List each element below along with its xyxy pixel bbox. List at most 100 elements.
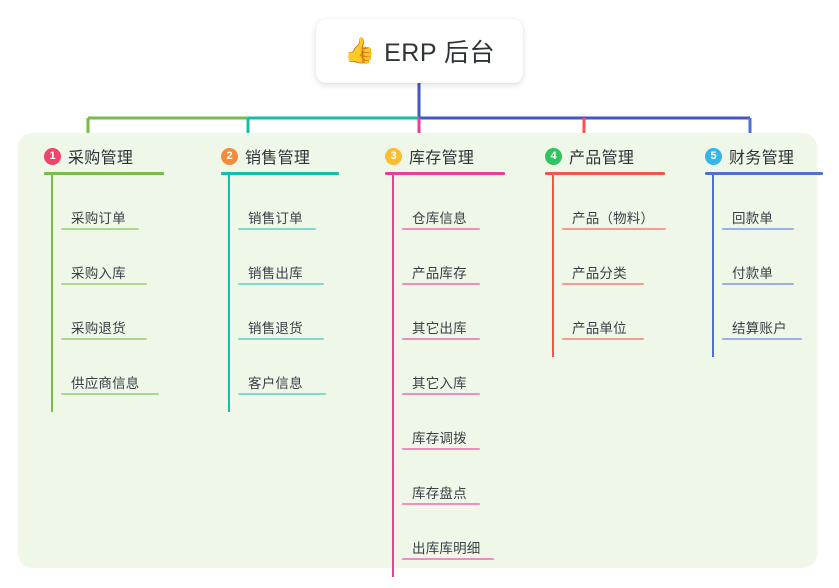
module-item-label: 库存调拨 — [412, 431, 467, 446]
module-title-4: 产品管理 — [569, 150, 635, 167]
module-item-rule — [402, 558, 494, 560]
module-item-rule — [402, 228, 480, 230]
module-header-rule-5 — [705, 172, 823, 175]
module-items-3: 仓库信息产品库存其它出库其它入库库存调拨库存盘点出库库明细 — [385, 175, 519, 560]
module-items-4: 产品（物料） 产品分类产品单位 — [545, 175, 679, 340]
module-item[interactable]: 销售出库 — [238, 230, 359, 285]
module-item-rule — [722, 283, 794, 285]
module-item-rule — [402, 338, 480, 340]
module-item[interactable]: 产品库存 — [402, 230, 519, 285]
module-item-rule — [562, 283, 644, 285]
module-item-rule — [402, 448, 480, 450]
module-item-label: 产品分类 — [572, 266, 627, 281]
module-item[interactable]: 库存盘点 — [402, 450, 519, 505]
module-item-label: 其它出库 — [412, 321, 467, 336]
module-item[interactable]: 仓库信息 — [402, 175, 519, 230]
module-item-label: 采购退货 — [71, 321, 126, 336]
module-item-label: 库存盘点 — [412, 486, 467, 501]
module-item[interactable]: 销售退货 — [238, 285, 359, 340]
module-badge-4: 4 — [545, 147, 562, 165]
module-column-2: 2 销售管理销售订单销售出库销售退货客户信息 — [195, 133, 359, 568]
module-item-label: 销售订单 — [248, 211, 303, 226]
module-item-label: 回款单 — [732, 211, 774, 226]
module-item-label: 销售退货 — [248, 321, 303, 336]
module-spine-1 — [51, 175, 53, 412]
module-header-5[interactable]: 5 财务管理 — [705, 143, 817, 169]
module-header-rule-3 — [385, 172, 505, 175]
module-item-label: 采购订单 — [71, 211, 126, 226]
root-node-title: ERP 后台 — [384, 39, 496, 67]
module-header-2[interactable]: 2 销售管理 — [221, 143, 359, 169]
module-item[interactable]: 付款单 — [722, 230, 817, 285]
module-item-rule — [238, 338, 324, 340]
module-item[interactable]: 其它入库 — [402, 340, 519, 395]
module-item-label: 其它入库 — [412, 376, 467, 391]
module-item[interactable]: 产品单位 — [562, 285, 679, 340]
module-item-rule — [722, 228, 794, 230]
module-column-4: 4 产品管理产品（物料） 产品分类产品单位 — [519, 133, 679, 568]
module-item-rule — [402, 503, 480, 505]
module-spine-2 — [228, 175, 230, 412]
module-item-label: 销售出库 — [248, 266, 303, 281]
module-item-rule — [61, 228, 139, 230]
module-title-2: 销售管理 — [245, 150, 311, 167]
modules-panel — [18, 133, 817, 568]
module-header-3[interactable]: 3 库存管理 — [385, 143, 519, 169]
module-badge-3: 3 — [385, 147, 402, 165]
module-item-rule — [61, 393, 159, 395]
module-items-5: 回款单付款单结算账户 — [705, 175, 817, 340]
module-header-rule-4 — [545, 172, 665, 175]
module-column-5: 5 财务管理回款单付款单结算账户 — [679, 133, 823, 568]
module-item-rule — [562, 338, 644, 340]
module-item-rule — [238, 393, 326, 395]
module-item[interactable]: 采购入库 — [61, 230, 195, 285]
module-item[interactable]: 其它出库 — [402, 285, 519, 340]
module-item[interactable]: 回款单 — [722, 175, 817, 230]
module-item-rule — [722, 338, 802, 340]
module-title-5: 财务管理 — [729, 150, 795, 167]
module-spine-4 — [552, 175, 554, 357]
root-node-card[interactable]: 👍 ERP 后台 — [316, 19, 523, 83]
module-item-label: 结算账户 — [732, 321, 787, 336]
module-item-label: 客户信息 — [248, 376, 303, 391]
module-spine-3 — [392, 175, 394, 577]
module-item[interactable]: 产品分类 — [562, 230, 679, 285]
module-item-rule — [402, 283, 480, 285]
module-item[interactable]: 客户信息 — [238, 340, 359, 395]
module-item-rule — [402, 393, 480, 395]
module-header-rule-2 — [221, 172, 339, 175]
module-items-1: 采购订单采购入库采购退货供应商信息 — [44, 175, 195, 395]
module-item[interactable]: 销售订单 — [238, 175, 359, 230]
module-item-label: 产品（物料） — [572, 211, 655, 226]
module-item-label: 产品库存 — [412, 266, 467, 281]
module-item[interactable]: 产品（物料） — [562, 175, 679, 230]
module-item[interactable]: 结算账户 — [722, 285, 817, 340]
module-item-label: 供应商信息 — [71, 376, 140, 391]
module-item-rule — [238, 228, 316, 230]
module-items-2: 销售订单销售出库销售退货客户信息 — [221, 175, 359, 395]
module-header-rule-1 — [44, 172, 164, 175]
module-title-3: 库存管理 — [409, 150, 475, 167]
module-header-4[interactable]: 4 产品管理 — [545, 143, 679, 169]
module-item[interactable]: 采购退货 — [61, 285, 195, 340]
module-item[interactable]: 供应商信息 — [61, 340, 195, 395]
module-badge-2: 2 — [221, 147, 238, 165]
module-item-label: 出库库明细 — [412, 541, 481, 556]
module-spine-5 — [712, 175, 714, 357]
module-badge-5: 5 — [705, 147, 722, 165]
module-item-label: 产品单位 — [572, 321, 627, 336]
module-title-1: 采购管理 — [68, 150, 134, 167]
module-item[interactable]: 库存调拨 — [402, 395, 519, 450]
module-item-label: 仓库信息 — [412, 211, 467, 226]
module-item-rule — [61, 283, 147, 285]
module-item-rule — [61, 338, 147, 340]
module-item-label: 付款单 — [732, 266, 774, 281]
module-item[interactable]: 出库库明细 — [402, 505, 519, 560]
module-item-rule — [238, 283, 324, 285]
module-item-label: 采购入库 — [71, 266, 126, 281]
module-item[interactable]: 采购订单 — [61, 175, 195, 230]
